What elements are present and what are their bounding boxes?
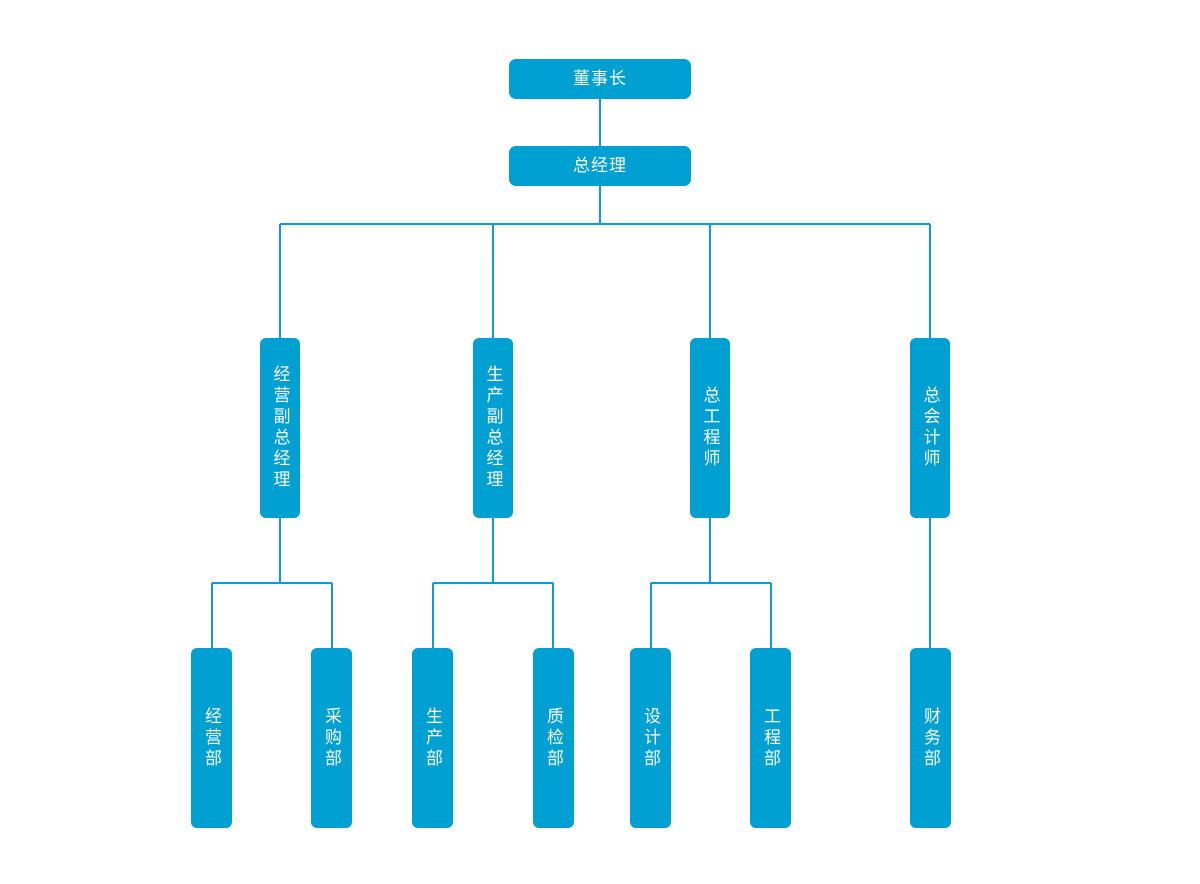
node-label-dept-design: 设计部 [641,706,660,770]
node-label-dept-quality: 质检部 [544,706,563,770]
node-dept-engineering[interactable]: 工程部 [750,648,791,828]
node-label-dept-production: 生产部 [423,706,442,770]
node-label-vp-operations: 经营副总经理 [270,365,290,491]
node-label-chief-accountant: 总会计师 [920,386,940,470]
node-vp-operations[interactable]: 经营副总经理 [260,338,300,518]
node-label-vp-production: 生产副总经理 [483,365,503,491]
node-chairman[interactable]: 董事长 [509,59,691,99]
node-chief-accountant[interactable]: 总会计师 [910,338,950,518]
node-label-dept-engineering: 工程部 [761,706,780,770]
node-dept-operations[interactable]: 经营部 [191,648,232,828]
node-dept-procurement[interactable]: 采购部 [311,648,352,828]
node-label-dept-finance: 财务部 [921,706,940,770]
node-dept-production[interactable]: 生产部 [412,648,453,828]
node-dept-quality[interactable]: 质检部 [533,648,574,828]
node-chief-engineer[interactable]: 总工程师 [690,338,730,518]
node-label-general-manager: 总经理 [573,156,627,176]
node-label-dept-procurement: 采购部 [322,706,341,770]
node-label-chief-engineer: 总工程师 [700,386,720,470]
node-general-manager[interactable]: 总经理 [509,146,691,186]
node-label-chairman: 董事长 [573,69,627,89]
node-dept-finance[interactable]: 财务部 [910,648,951,828]
node-label-dept-operations: 经营部 [202,706,221,770]
node-dept-design[interactable]: 设计部 [630,648,671,828]
node-vp-production[interactable]: 生产副总经理 [473,338,513,518]
